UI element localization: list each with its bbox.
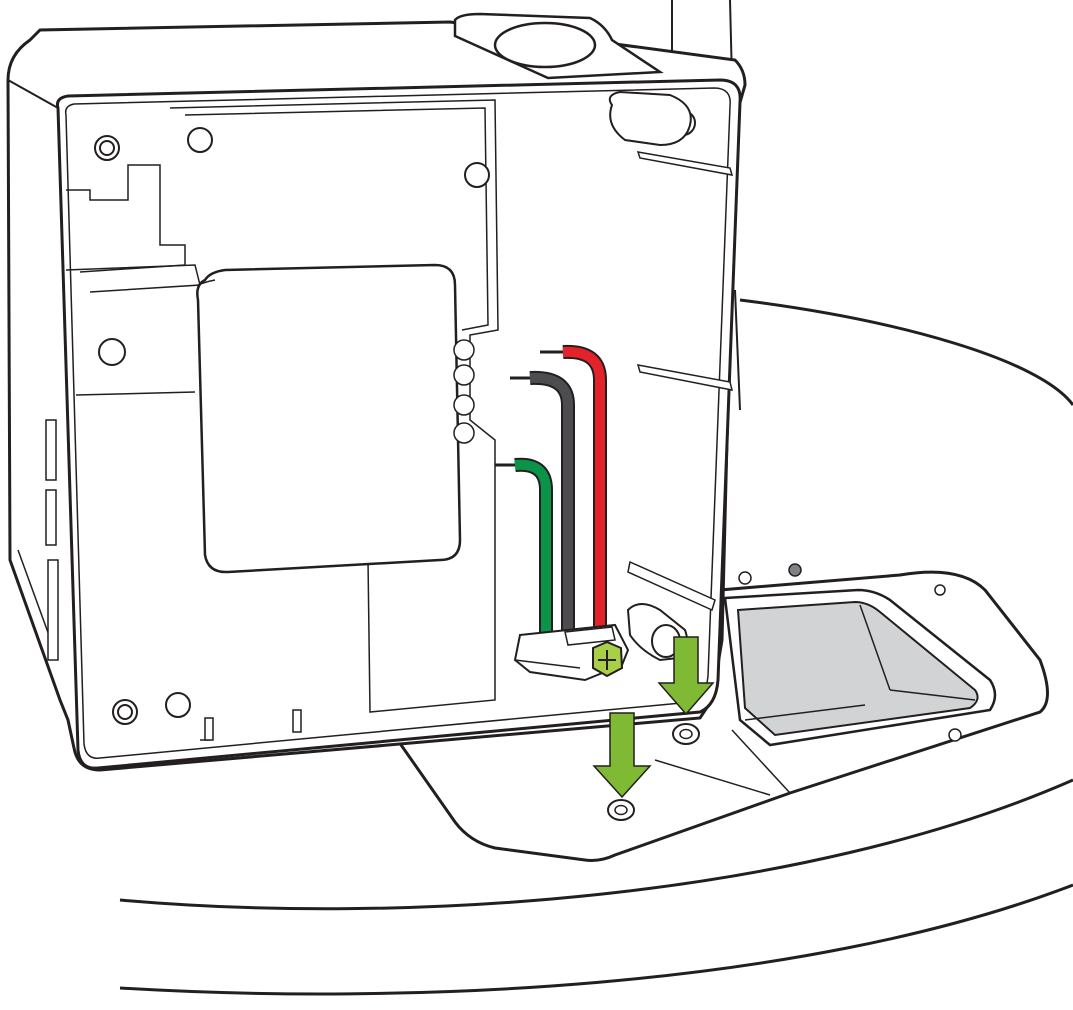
wires [495, 344, 607, 645]
arrow-to-rear-mounting-screw [657, 636, 715, 716]
terminal-block [196, 263, 475, 574]
green-wire [495, 457, 553, 645]
mounting-screw-rear [672, 723, 700, 745]
enclosure-interior [65, 99, 499, 741]
terminal-screws [453, 339, 475, 444]
guide-rails [204, 151, 734, 741]
arrow-to-front-mounting-screw [592, 712, 652, 799]
standoff-top [608, 90, 692, 147]
pedestal-base [119, 298, 1073, 996]
red-wire [540, 344, 607, 628]
mounting-screw-front [607, 799, 635, 821]
cable-opening [723, 563, 997, 747]
ground-screw [592, 640, 624, 678]
black-wire [510, 370, 575, 630]
